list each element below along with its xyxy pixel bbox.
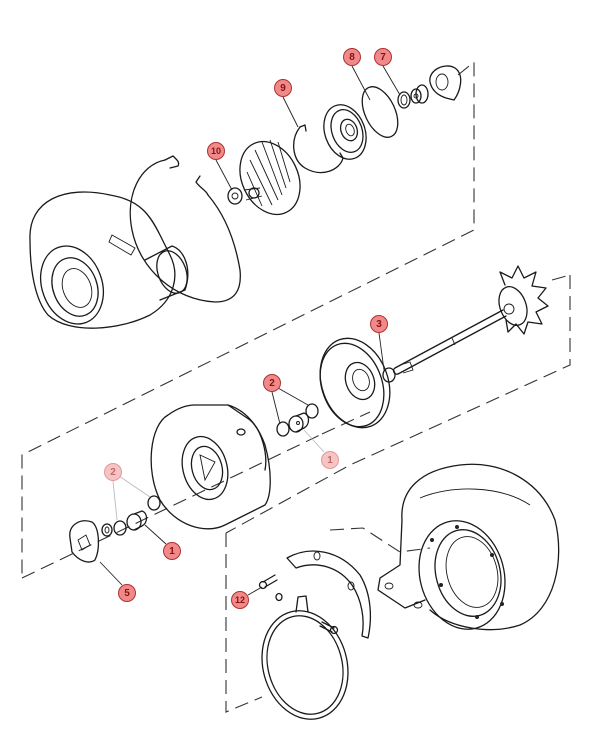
- assembly-group-outlines: [21, 60, 571, 713]
- backplate: [319, 337, 391, 429]
- turbine-housing: [377, 463, 560, 631]
- callout-3: 3: [370, 315, 388, 333]
- callout-9: 9: [274, 79, 292, 97]
- turbine-shaft-wheel: [392, 265, 549, 375]
- v-band-clamp-upper: [129, 155, 241, 303]
- compressor-wheel-nut: [227, 187, 243, 205]
- journal-bearing-lower: [101, 495, 161, 537]
- callout-12: 12: [231, 591, 249, 609]
- callout-8: 8: [343, 48, 361, 66]
- callout-2-lower: 2: [104, 463, 122, 481]
- thrust-collar: [410, 84, 429, 104]
- thrust-plate: [69, 520, 100, 563]
- callout-2-upper: 2: [263, 374, 281, 392]
- thrust-bearing: [429, 65, 462, 101]
- compressor-wheel: [239, 139, 301, 216]
- v-band-clamp-lower: [261, 595, 349, 720]
- center-housing: [150, 404, 271, 530]
- bolts: [258, 574, 339, 635]
- callout-1-lower: 1: [163, 542, 181, 560]
- callout-5: 5: [118, 584, 136, 602]
- leader-lines: [99, 65, 401, 596]
- o-ring: [361, 86, 399, 138]
- compressor-insert: [323, 104, 367, 160]
- callout-1-upper: 1: [321, 451, 339, 469]
- journal-bearing-upper: [276, 403, 319, 437]
- callout-10: 10: [207, 142, 225, 160]
- retaining-ring: [293, 124, 344, 174]
- seal-ring: [397, 91, 411, 109]
- compressor-housing: [29, 191, 189, 329]
- callout-7: 7: [374, 48, 392, 66]
- heat-shield: [286, 550, 372, 639]
